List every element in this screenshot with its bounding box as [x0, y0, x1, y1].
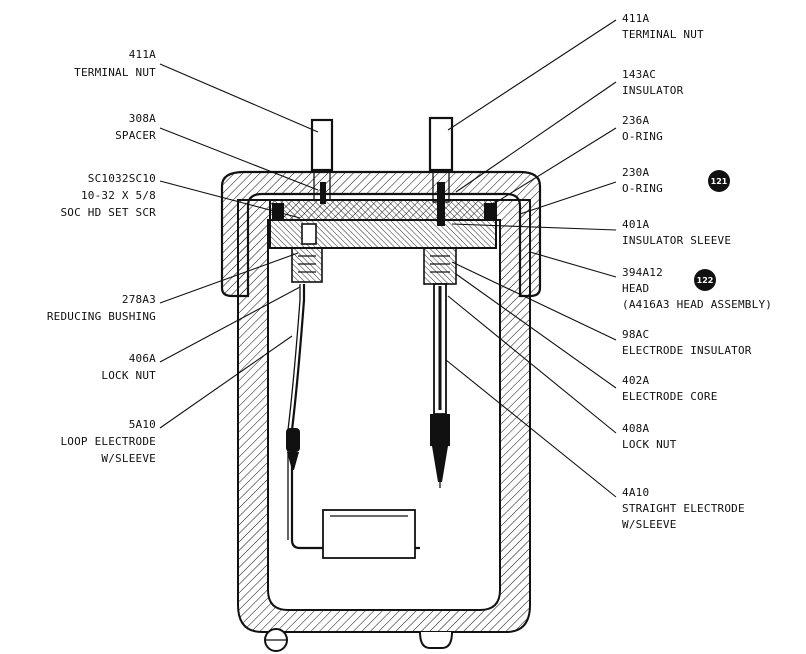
callout-right-2-desc: INSULATOR: [622, 84, 684, 97]
callout-right-6-desc-1: HEAD: [622, 282, 649, 295]
callout-right-6-part: 394A12: [622, 266, 663, 279]
loop-electrode: [286, 284, 420, 559]
straight-electrode: [430, 283, 450, 488]
callout-right-3-part: 236A: [622, 114, 649, 127]
callout-left-3-part: SC1032SC10: [88, 172, 156, 185]
badge-121-text: 121: [711, 177, 728, 186]
callout-left-2-desc: SPACER: [115, 129, 156, 142]
badge-122-text: 122: [697, 276, 714, 285]
callout-right-9-part: 408A: [622, 422, 649, 435]
callout-right-2-part: 143AC: [622, 68, 656, 81]
callout-right-8-part: 402A: [622, 374, 649, 387]
cell-body-wall: [237, 199, 531, 633]
leader-lines-right: [445, 19, 617, 498]
right-terminal-stack: [423, 116, 457, 285]
callout-left-3-desc-1: 10-32 X 5/8: [81, 189, 156, 202]
callouts-right: 411A TERMINAL NUT 143AC INSULATOR 236A O…: [622, 12, 772, 531]
callout-left-3-desc-2: SOC HD SET SCR: [60, 206, 156, 219]
badge-122: 122: [694, 269, 716, 291]
callout-right-9-desc: LOCK NUT: [622, 438, 677, 451]
badge-121: 121: [708, 170, 730, 192]
callout-right-1-desc: TERMINAL NUT: [622, 28, 704, 41]
callout-right-1-part: 411A: [622, 12, 649, 25]
leader-lines-left: [159, 63, 319, 429]
callout-left-6-desc-2: W/SLEEVE: [101, 452, 156, 465]
left-terminal-stack: [291, 118, 334, 283]
callout-left-5-part: 406A: [129, 352, 156, 365]
foot-right: [419, 631, 453, 649]
callout-right-7-part: 98AC: [622, 328, 649, 341]
callout-right-4-part: 230A: [622, 166, 649, 179]
o-ring-left: [272, 203, 284, 219]
o-ring-right: [484, 203, 496, 219]
callout-right-7-desc: ELECTRODE INSULATOR: [622, 344, 752, 357]
callouts-left: 411A TERMINAL NUT 308A SPACER SC1032SC10…: [47, 48, 156, 465]
callout-left-5-desc: LOCK NUT: [101, 369, 156, 382]
callout-right-5-desc: INSULATOR SLEEVE: [622, 234, 731, 247]
callout-left-1-desc: TERMINAL NUT: [74, 66, 156, 79]
callout-left-1-part: 411A: [129, 48, 156, 61]
callout-right-5-part: 401A: [622, 218, 649, 231]
callout-right-6-desc-2: (A416A3 HEAD ASSEMBLY): [622, 298, 772, 311]
callout-left-6-desc-1: LOOP ELECTRODE: [60, 435, 156, 448]
callout-left-6-part: 5A10: [129, 418, 156, 431]
callout-right-10-desc-2: W/SLEEVE: [622, 518, 677, 531]
callout-right-10-desc-1: STRAIGHT ELECTRODE: [622, 502, 745, 515]
head-cap: [220, 170, 542, 298]
callout-left-2-part: 308A: [129, 112, 156, 125]
callout-right-4-desc: O-RING: [622, 182, 663, 195]
callout-right-8-desc: ELECTRODE CORE: [622, 390, 718, 403]
callout-right-10-part: 4A10: [622, 486, 649, 499]
callout-left-4-part: 278A3: [122, 293, 156, 306]
callout-left-4-desc: REDUCING BUSHING: [47, 310, 156, 323]
callout-right-3-desc: O-RING: [622, 130, 663, 143]
